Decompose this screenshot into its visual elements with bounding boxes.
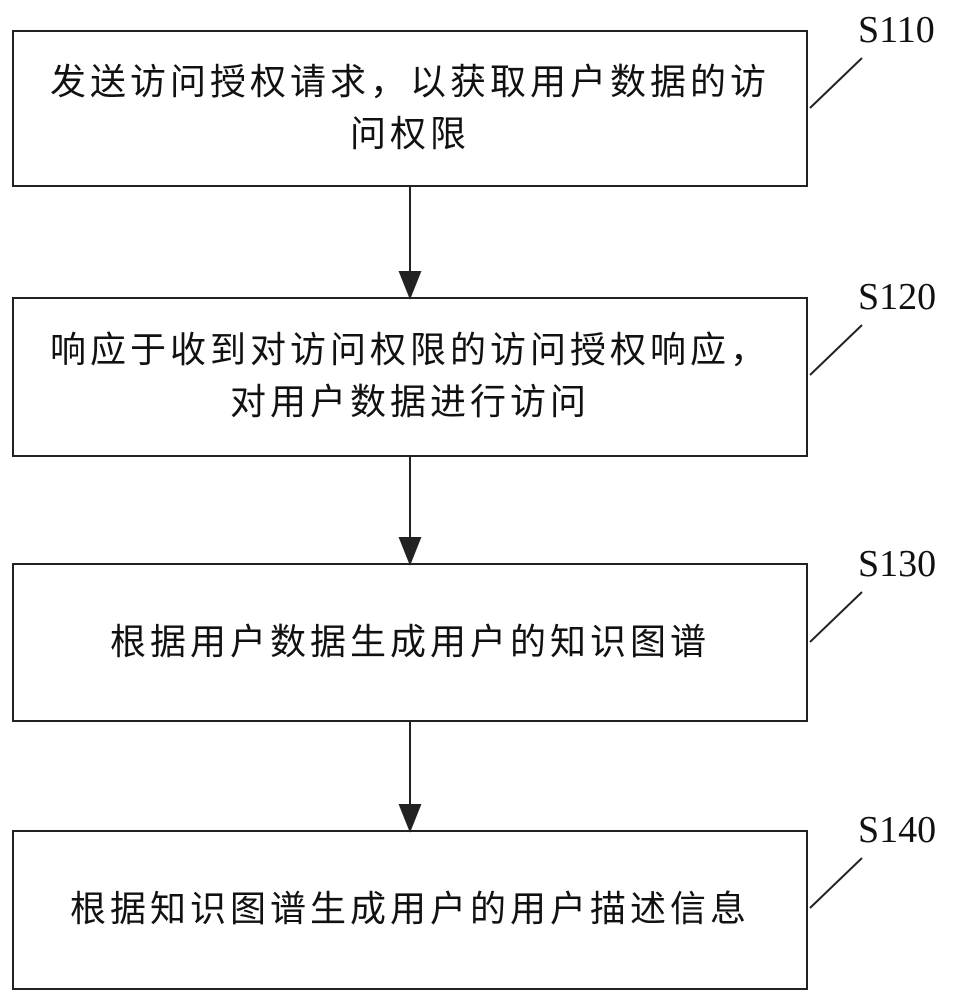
arrowhead-icon xyxy=(400,805,420,830)
step-label-s140: S140 xyxy=(858,808,936,852)
step-label-s130: S130 xyxy=(858,542,936,586)
arrowhead-icon xyxy=(400,538,420,563)
step-text: 根据用户数据生成用户的知识图谱 xyxy=(110,617,710,669)
step-box-s140: 根据知识图谱生成用户的用户描述信息 xyxy=(12,830,808,990)
step-label-s110: S110 xyxy=(858,8,935,52)
step-text: 发送访问授权请求，以获取用户数据的访问权限 xyxy=(34,57,786,161)
step-text: 根据知识图谱生成用户的用户描述信息 xyxy=(70,884,750,936)
step-box-s120: 响应于收到对访问权限的访问授权响应，对用户数据进行访问 xyxy=(12,297,808,457)
leader-line-s110 xyxy=(810,58,862,108)
step-text: 响应于收到对访问权限的访问授权响应，对用户数据进行访问 xyxy=(34,325,786,429)
arrowhead-icon xyxy=(400,272,420,297)
leader-line-s130 xyxy=(810,592,862,642)
step-box-s110: 发送访问授权请求，以获取用户数据的访问权限 xyxy=(12,30,808,187)
step-label-s120: S120 xyxy=(858,275,936,319)
leader-line-s120 xyxy=(810,325,862,375)
step-box-s130: 根据用户数据生成用户的知识图谱 xyxy=(12,563,808,722)
leader-line-s140 xyxy=(810,858,862,908)
